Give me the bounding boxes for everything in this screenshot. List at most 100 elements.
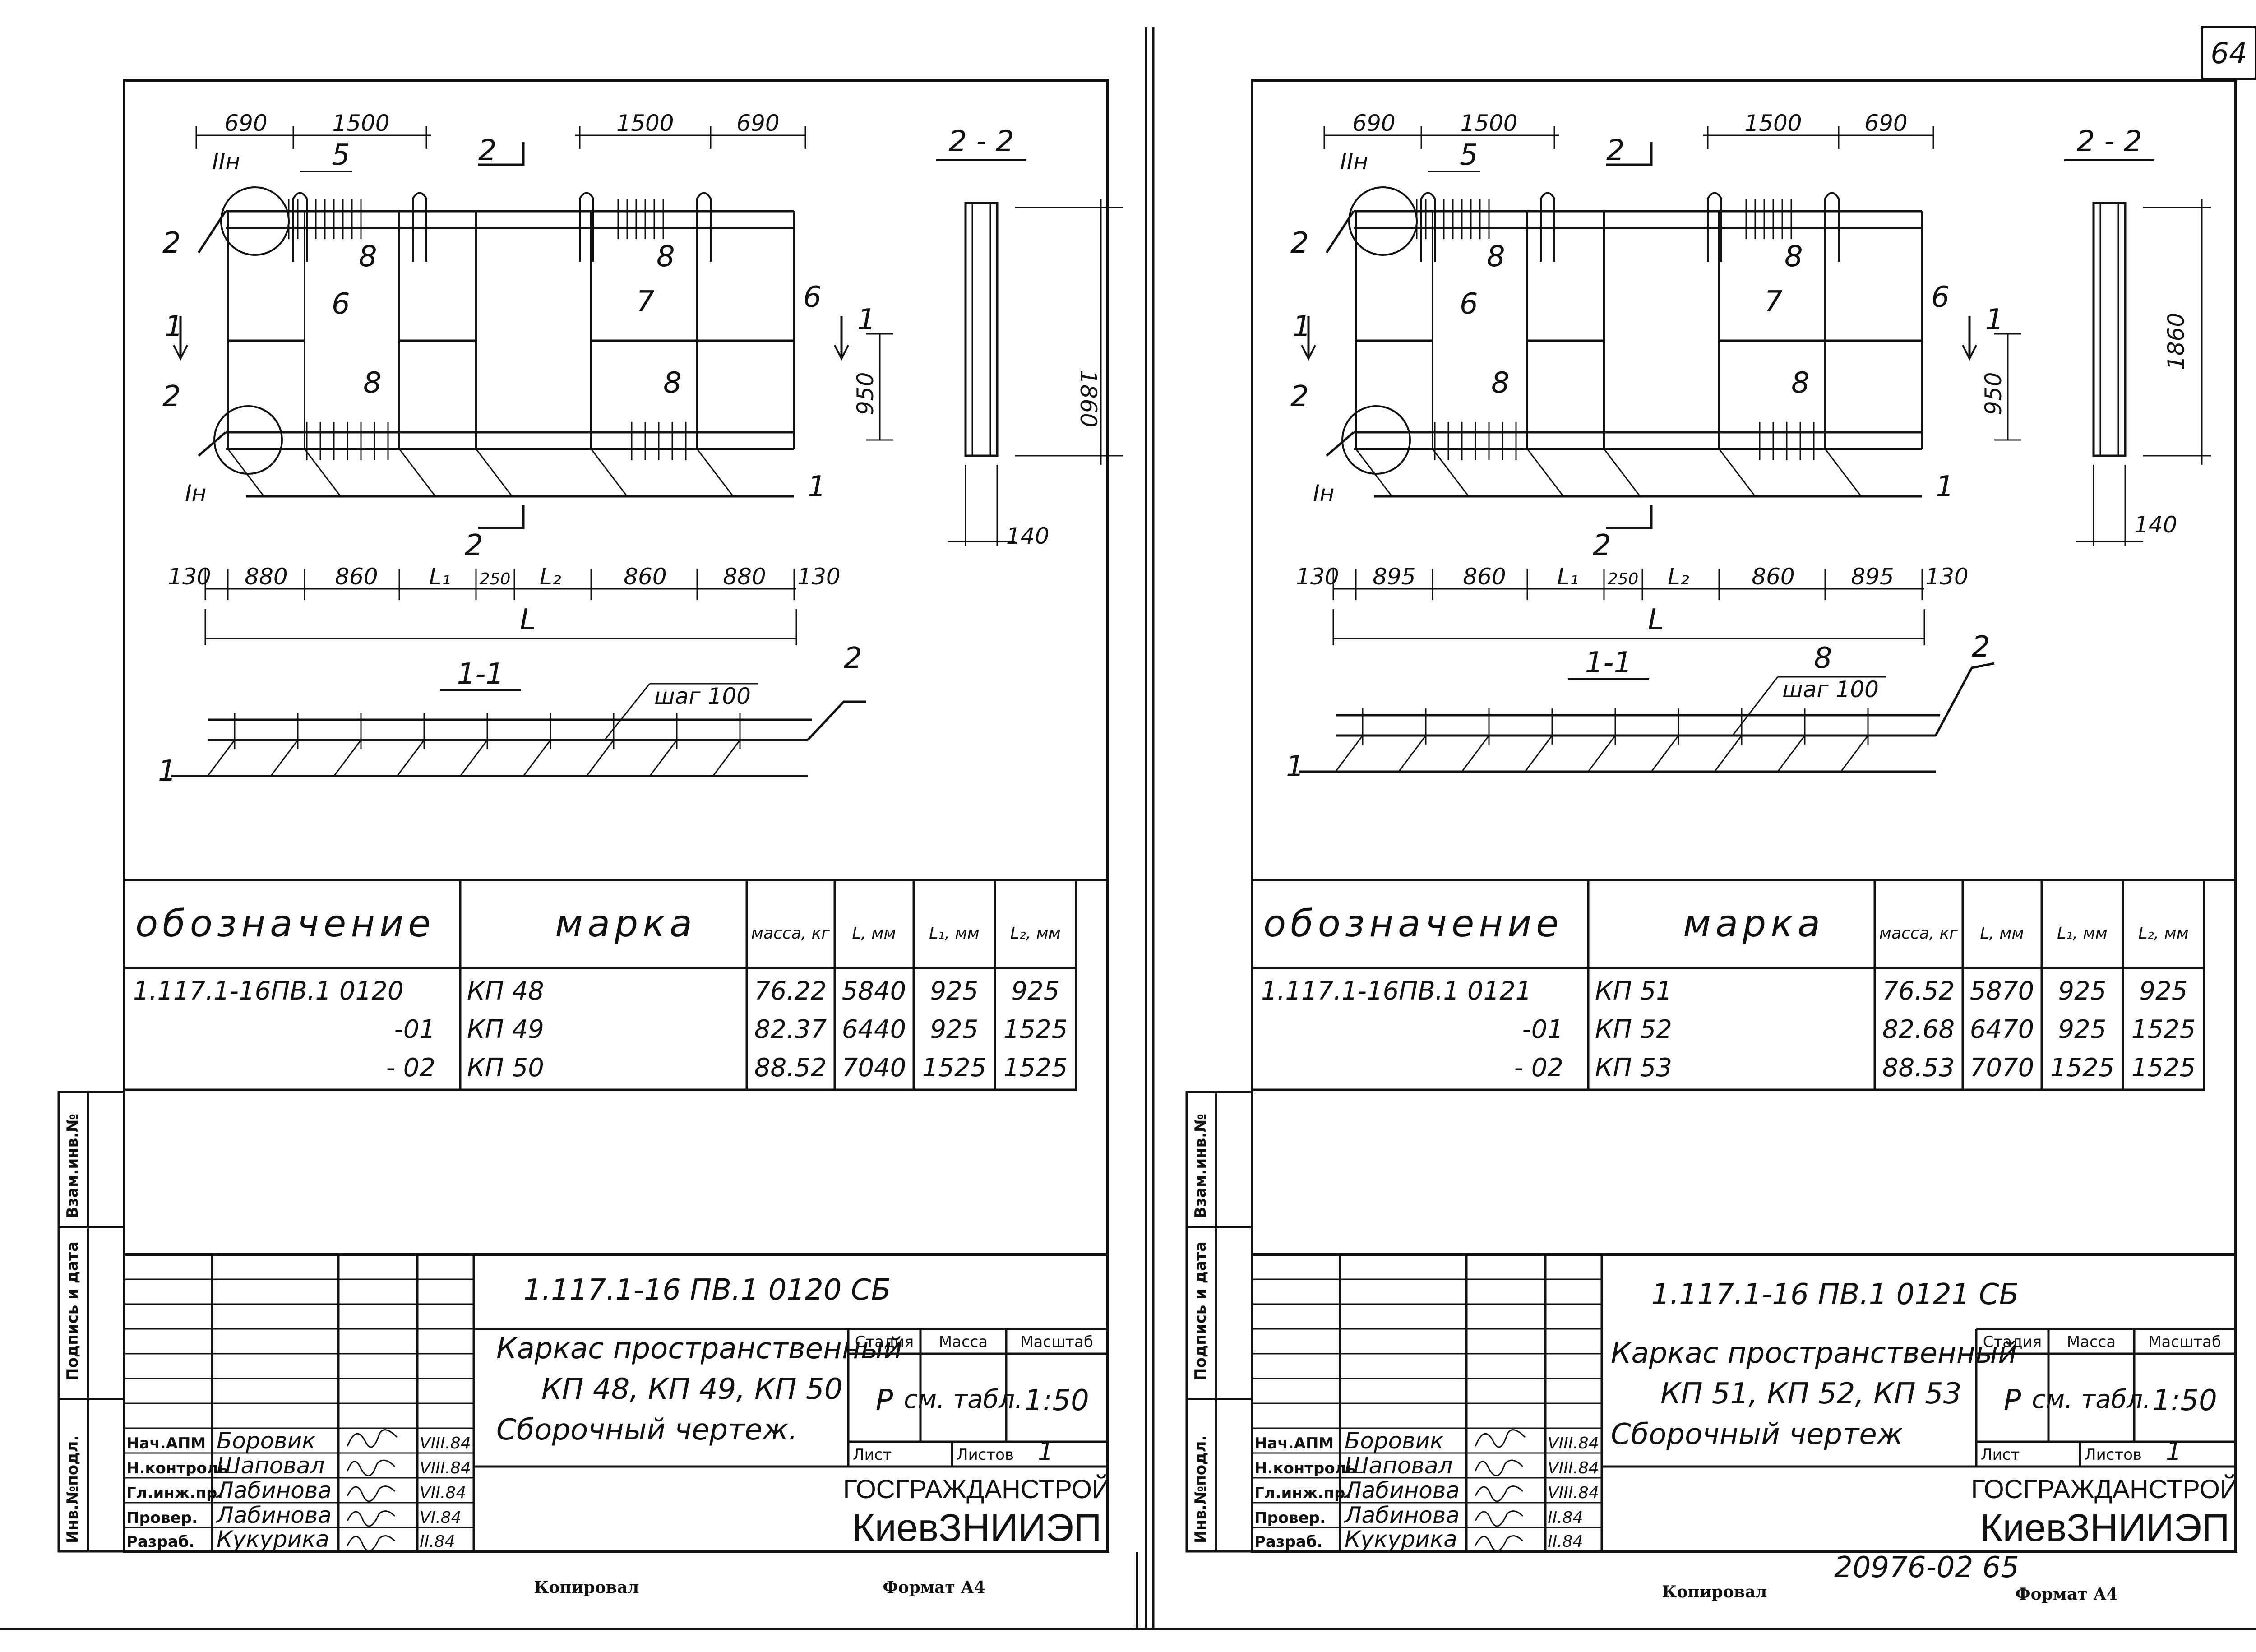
dim-top-4: 690	[1864, 110, 1907, 136]
side-label-sign: Подпись и дата	[64, 1241, 82, 1381]
dim-top-2: 1500	[1460, 110, 1517, 136]
dim-bot-6: L₂	[540, 564, 561, 590]
dim-bot-1: 130	[168, 564, 211, 590]
step-label: шаг 100	[654, 683, 751, 709]
org-name-1: ГОСГРАЖДАНСТРОЙ	[843, 1475, 1110, 1504]
callout-6-right: 6	[803, 281, 822, 314]
dim-140: 140	[1006, 523, 1049, 549]
role-date: II.84	[1548, 1532, 1583, 1551]
side-label-inv: Инв.№подл.	[1192, 1435, 1210, 1543]
sheet-right: Инв.№подл. Подпись и дата Взам.инв.№	[1185, 79, 2239, 1604]
dim-bot-5: 250	[480, 570, 511, 588]
cell-L: 7070	[1970, 1053, 2034, 1083]
dim-top-3: 1500	[1744, 110, 1802, 136]
side-label-inv: Инв.№подл.	[64, 1435, 82, 1543]
section-mark-1-right: 1	[857, 303, 876, 337]
callout-1: 1	[1936, 470, 1954, 504]
cell-L: 5870	[1970, 976, 2034, 1006]
col-header-mass: масса, кг	[751, 924, 830, 943]
section-mark-2-bottom: 2	[1593, 529, 1611, 562]
section-1-1-view: 1-1 шаг 100 2 1	[158, 642, 866, 788]
role-label: Гл.инж.пр.	[1254, 1484, 1351, 1502]
cell-L: 6440	[842, 1015, 906, 1044]
footer-format: Формат А4	[883, 1578, 985, 1597]
frame-elevation: 690 1500 1500 690 130 895 860 L₁ 250 L₂ …	[1290, 110, 2021, 645]
node-label-I: Iн	[185, 480, 206, 506]
role-row: Провер. Лабинова VI.84	[126, 1502, 462, 1528]
dim-bot-3: 860	[1463, 564, 1506, 590]
title-line-2: КП 48, КП 49, КП 50	[541, 1373, 842, 1406]
callout-6-left: 6	[1460, 287, 1478, 321]
col-header-mass: масса, кг	[1879, 924, 1958, 943]
scale-value: 1:50	[2152, 1384, 2217, 1417]
cell-L2: 1525	[1003, 1015, 1068, 1044]
title-line-3: Сборочный чертеж	[1611, 1418, 1903, 1451]
dim-bot-4: L₁	[429, 564, 451, 590]
table-row: - 02 КП 53 88.53 7070 1525 1525	[1514, 1053, 2196, 1083]
step-label: шаг 100	[1782, 676, 1879, 703]
callout-2-top: 2	[1290, 227, 1309, 260]
title-line-1: Каркас пространственный	[1611, 1337, 2017, 1370]
role-date: VIII.84	[1548, 1484, 1599, 1502]
section-1-1-view: 1-1 шаг 100 8 2 1	[1286, 630, 1995, 783]
side-label-replace: Взам.инв.№	[64, 1114, 82, 1218]
callout-2-top: 2	[162, 227, 181, 260]
cell-mark: КП 49	[467, 1015, 544, 1044]
sheets-count: 1	[2166, 1437, 2182, 1466]
col-header-mark: марка	[555, 902, 697, 945]
sheet-frame	[123, 79, 1109, 1553]
cell-L1: 1525	[922, 1053, 987, 1083]
stage-value: Р	[2004, 1384, 2021, 1417]
cell-L2: 1525	[2131, 1015, 2196, 1044]
col-header-L1: L₁, мм	[2057, 924, 2108, 943]
title-line-2: КП 51, КП 52, КП 53	[1660, 1377, 1961, 1411]
section-mark-2-top: 2	[1606, 134, 1625, 167]
cell-designation: -01	[1522, 1015, 1563, 1044]
scale-value: 1:50	[1024, 1384, 1089, 1417]
org-name-2: КиевЗНИИЭП	[852, 1506, 1102, 1550]
side-strip	[57, 1091, 125, 1553]
role-row: Гл.инж.пр. Лабинова VII.84	[126, 1477, 466, 1504]
dim-950: 950	[852, 372, 878, 415]
callout-8-top-right: 8	[656, 240, 675, 273]
role-name: Шаповал	[217, 1453, 324, 1479]
cell-L: 5840	[842, 976, 906, 1006]
scale-label: Масштаб	[2148, 1333, 2221, 1351]
title-block: 1.117.1-16 ПВ.1 0120 СБ Каркас пространс…	[124, 1253, 1111, 1552]
cell-mass: 88.53	[1882, 1053, 1955, 1083]
dim-top-4: 690	[736, 110, 779, 136]
signature-marks	[1475, 1429, 1526, 1552]
dim-bot-3: 860	[335, 564, 378, 590]
callout-6-left: 6	[332, 287, 350, 321]
role-date: VII.84	[420, 1484, 466, 1502]
col-header-L2: L₂, мм	[1010, 924, 1061, 943]
dim-bot-6: L₂	[1668, 564, 1689, 590]
stage-label: Стадия	[855, 1333, 914, 1351]
dim-1860: 1860	[2163, 313, 2189, 370]
dim-top-2: 1500	[332, 110, 389, 136]
section-callout-2: 2	[1972, 630, 1990, 664]
col-header-mark: марка	[1683, 902, 1825, 945]
callout-2-bottom: 2	[162, 380, 181, 413]
role-label: Провер.	[1254, 1509, 1326, 1527]
page-number: 64	[2210, 37, 2247, 70]
col-header-L: L, мм	[1980, 924, 2024, 943]
section-mark-2-bottom: 2	[465, 529, 483, 562]
side-label-replace: Взам.инв.№	[1192, 1114, 1210, 1218]
role-row: Гл.инж.пр. Лабинова VIII.84	[1254, 1477, 1599, 1504]
callout-5: 5	[332, 139, 350, 172]
role-label: Нач.АПМ	[126, 1435, 206, 1453]
mass-label: Масса	[939, 1333, 988, 1351]
cell-designation: - 02	[1514, 1053, 1563, 1083]
section-callout-8: 8	[1814, 642, 1832, 675]
sheets-label: Листов	[957, 1446, 1014, 1464]
drawing-code: 1.117.1-16 ПВ.1 0120 СБ	[523, 1273, 891, 1307]
cell-mark: КП 48	[467, 976, 544, 1006]
role-label: Гл.инж.пр.	[126, 1484, 223, 1502]
section-2-2-title: 2 - 2	[2076, 125, 2142, 158]
cell-mass: 82.37	[754, 1015, 827, 1044]
callout-8-top-left: 8	[359, 240, 377, 273]
callout-7: 7	[636, 285, 655, 319]
cell-L2: 925	[1012, 976, 1060, 1006]
section-1-1-title: 1-1	[457, 657, 504, 691]
